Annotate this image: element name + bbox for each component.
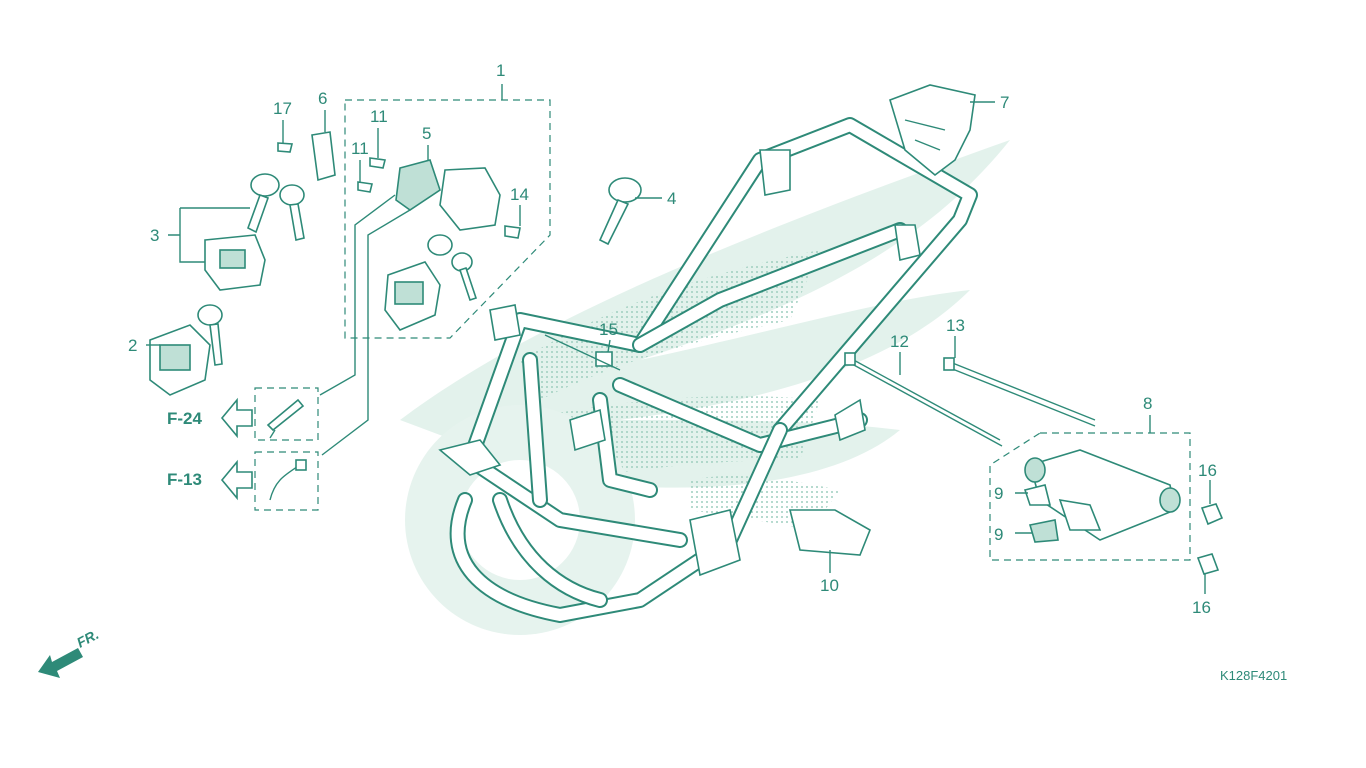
callout-5[interactable]: 5 (422, 124, 431, 143)
keyset-part-3 (204, 173, 305, 291)
switch-assembly (357, 157, 521, 331)
bracket-part-7 (889, 84, 976, 177)
callout-6[interactable]: 6 (318, 89, 327, 108)
callout-9-upper[interactable]: 9 (994, 484, 1003, 503)
callout-9-lower[interactable]: 9 (994, 525, 1003, 544)
callout-2[interactable]: 2 (128, 336, 137, 355)
clip-part-6 (311, 131, 336, 182)
bushing-part-9 (1023, 484, 1059, 543)
front-direction-indicator: FR. (38, 626, 101, 678)
ref-f24-box[interactable]: F-24 (167, 387, 319, 441)
leader-lines (146, 101, 1211, 594)
callout-16-lower[interactable]: 16 (1192, 598, 1211, 617)
callout-numbers: 1 2 3 4 5 6 7 8 9 9 10 11 11 12 13 14 15… (128, 61, 1217, 617)
callout-16-upper[interactable]: 16 (1198, 461, 1217, 480)
callout-3[interactable]: 3 (150, 226, 159, 245)
callout-1[interactable]: 1 (496, 61, 505, 80)
group-box-1 (344, 99, 551, 339)
cover-part-10 (788, 509, 872, 556)
callout-8[interactable]: 8 (1143, 394, 1152, 413)
callout-10[interactable]: 10 (820, 576, 839, 595)
hanger-part-8 (1024, 449, 1181, 541)
callout-13[interactable]: 13 (946, 316, 965, 335)
front-label: FR. (74, 626, 101, 651)
nut-part-16 (1196, 503, 1224, 575)
callout-7[interactable]: 7 (1000, 93, 1009, 112)
screw-part-17 (277, 142, 294, 153)
callout-14[interactable]: 14 (510, 185, 529, 204)
group-box-8 (989, 432, 1191, 561)
bolt-part-13 (943, 357, 1096, 427)
key-part-4 (598, 177, 642, 246)
bolt-part-12 (844, 352, 1003, 447)
callout-11-lower[interactable]: 11 (351, 139, 369, 158)
callout-15[interactable]: 15 (599, 320, 618, 339)
diagram-code: K128F4201 (1220, 668, 1287, 683)
lock-part-2 (149, 304, 223, 396)
frame-body (438, 117, 978, 623)
ref-f13-label[interactable]: F-13 (167, 470, 202, 489)
callout-11-upper[interactable]: 11 (370, 107, 388, 126)
callout-17[interactable]: 17 (273, 99, 292, 118)
bolt-part-15 (595, 351, 613, 367)
front-arrow-icon (38, 648, 83, 678)
ref-f24-label[interactable]: F-24 (167, 409, 203, 428)
ref-f13-box[interactable]: F-13 (167, 451, 319, 511)
callout-4[interactable]: 4 (667, 189, 676, 208)
callout-12[interactable]: 12 (890, 332, 909, 351)
